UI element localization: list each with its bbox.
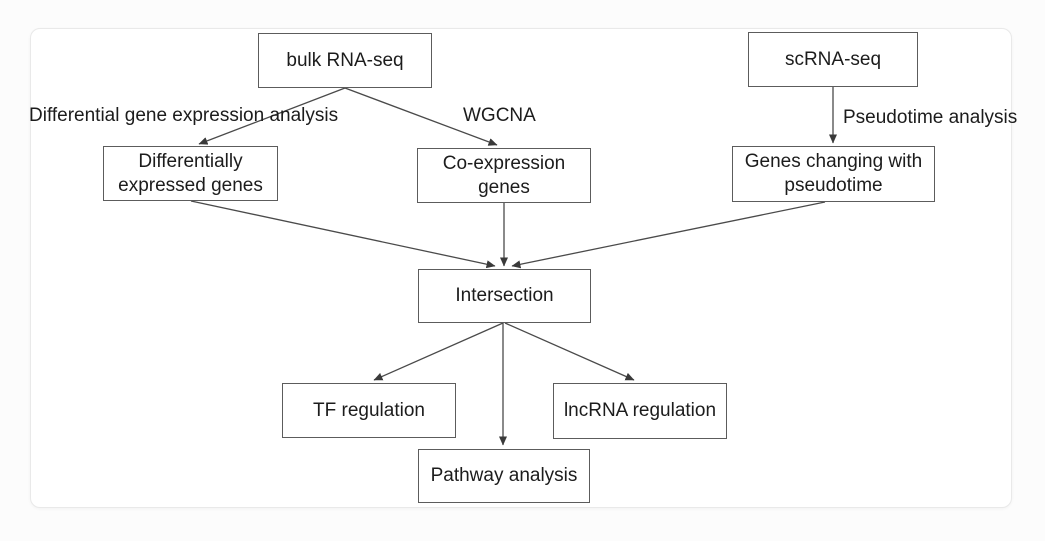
node-co-expression-genes: Co-expression genes [417,148,591,203]
node-tf-regulation-label: TF regulation [313,399,425,421]
node-pathway-analysis: Pathway analysis [418,449,590,503]
node-intersection: Intersection [418,269,591,323]
edge-label-differential-gene-expression-analysis: Differential gene expression analysis [29,105,339,126]
node-pathway-analysis-label: Pathway analysis [430,465,578,487]
node-bulk-rna-seq-label: bulk RNA-seq [286,49,404,71]
node-tf-regulation: TF regulation [282,383,456,438]
node-lncrna-regulation-label: lncRNA regulation [563,400,717,422]
node-intersection-label: Intersection [455,285,554,307]
node-sc-rna-seq-label: scRNA-seq [784,48,882,70]
flowchart-card [30,28,1012,508]
node-differentially-expressed-genes-label: Differentially expressed genes [118,150,263,196]
node-genes-changing-with-pseudotime: Genes changing with pseudotime [732,146,935,202]
node-genes-changing-with-pseudotime-label: Genes changing with pseudotime [744,151,923,196]
node-bulk-rna-seq: bulk RNA-seq [258,33,432,88]
edge-label-wgcna: WGCNA [463,105,536,126]
node-sc-rna-seq: scRNA-seq [748,32,918,87]
edge-label-pseudotime-analysis: Pseudotime analysis [843,107,1018,128]
node-co-expression-genes-label: Co-expression genes [442,152,566,198]
node-differentially-expressed-genes: Differentially expressed genes [103,146,278,201]
node-lncrna-regulation: lncRNA regulation [553,383,727,439]
